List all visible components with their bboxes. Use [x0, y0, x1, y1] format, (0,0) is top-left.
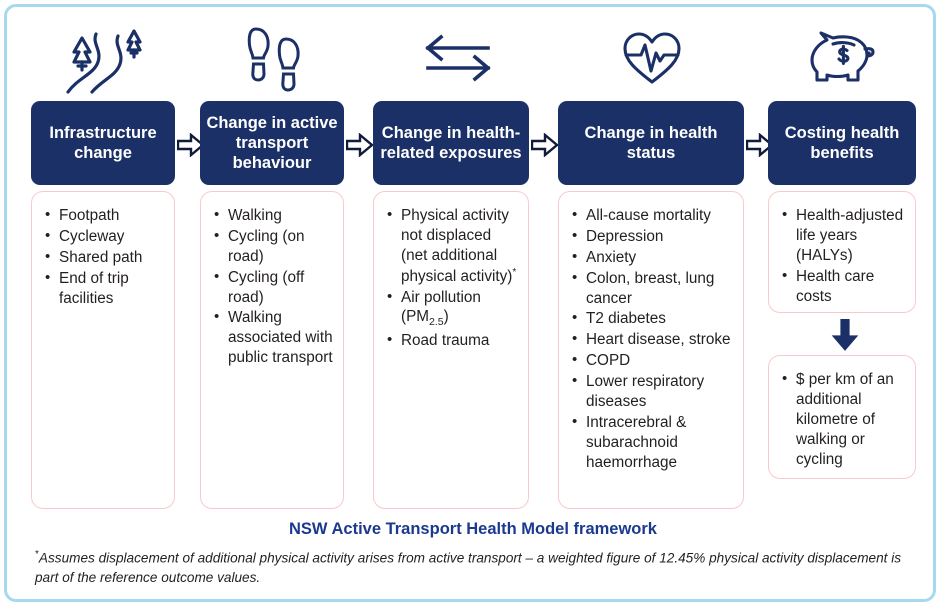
list-item: Intracerebral & subarachnoid haemorrhage [571, 412, 733, 473]
arrow-right-icon-4 [746, 133, 773, 157]
listbox-cost-per-km: $ per km of an additional kilometre of w… [768, 355, 916, 479]
list-item: Cycling (on road) [213, 226, 333, 267]
list-item: Colon, breast, lung cancer [571, 268, 733, 309]
footnote-marker-symbol: * [35, 549, 39, 560]
pm-subscript: 2.5 [429, 316, 444, 329]
list-item: Health-adjusted life years (HALYs) [781, 205, 905, 266]
list-item: Depression [571, 226, 733, 247]
header-health-related-exposures: Change in health-related exposures [373, 101, 529, 185]
header-infrastructure-change: Infrastructure change [31, 101, 175, 185]
column-infrastructure-change: Infrastructure change Footpath Cycleway … [31, 101, 175, 509]
page-title: NSW Active Transport Health Model framew… [289, 520, 657, 538]
list-item: All-cause mortality [571, 205, 733, 226]
list-item: Health care costs [781, 266, 905, 307]
arrow-right-icon-1 [177, 133, 204, 157]
list-item: End of trip facilities [44, 268, 164, 309]
header-health-status: Change in health status [558, 101, 744, 185]
diagram-frame: Infrastructure change Footpath Cycleway … [4, 4, 936, 602]
list-item: Cycleway [44, 226, 164, 247]
costing-result-box-wrap: $ per km of an additional kilometre of w… [768, 355, 916, 479]
column-active-transport-behaviour: Change in active transport behaviour Wal… [200, 101, 344, 509]
list-item: Heart disease, stroke [571, 329, 733, 350]
piggy-bank-dollar-icon [763, 21, 923, 95]
heart-pulse-icon [567, 21, 737, 95]
header-active-transport-behaviour: Change in active transport behaviour [200, 101, 344, 185]
list-item: Shared path [44, 247, 164, 268]
two-way-arrows-icon [379, 21, 539, 95]
list-item: Footpath [44, 205, 164, 226]
listbox-health-status: All-cause mortality Depression Anxiety C… [558, 191, 744, 509]
list-item: T2 diabetes [571, 308, 733, 329]
icon-row [7, 21, 933, 95]
list-item: Cycling (off road) [213, 267, 333, 308]
arrow-right-icon-3 [531, 133, 558, 157]
list-item: Physical activity not displaced (net add… [386, 205, 518, 287]
column-health-related-exposures: Change in health-related exposures Physi… [373, 101, 529, 509]
listbox-active-transport-behaviour: Walking Cycling (on road) Cycling (off r… [200, 191, 344, 509]
list-item: Lower respiratory diseases [571, 371, 733, 412]
list-item: Road trauma [386, 330, 518, 351]
list-item: Anxiety [571, 247, 733, 268]
list-item: COPD [571, 350, 733, 371]
footnote-text: Assumes displacement of additional physi… [35, 550, 902, 585]
footnote: *Assumes displacement of additional phys… [35, 548, 915, 587]
footprints-icon [203, 21, 353, 95]
footnote-marker: * [512, 266, 517, 278]
arrow-right-icon-2 [346, 133, 373, 157]
road-with-trees-icon [31, 21, 181, 95]
listbox-health-related-exposures: Physical activity not displaced (net add… [373, 191, 529, 509]
list-item: Walking associated with public transport [213, 307, 333, 368]
listbox-infrastructure-change: Footpath Cycleway Shared path End of tri… [31, 191, 175, 509]
arrow-down-icon [831, 319, 859, 351]
list-item: Walking [213, 205, 333, 226]
list-item: $ per km of an additional kilometre of w… [781, 369, 905, 469]
column-costing-health-benefits: Costing health benefits Health-adjusted … [768, 101, 916, 313]
column-health-status: Change in health status All-cause mortal… [558, 101, 744, 509]
list-item: Air pollution (PM2.5) [386, 287, 518, 331]
header-costing-health-benefits: Costing health benefits [768, 101, 916, 185]
listbox-costing-outputs: Health-adjusted life years (HALYs) Healt… [768, 191, 916, 313]
